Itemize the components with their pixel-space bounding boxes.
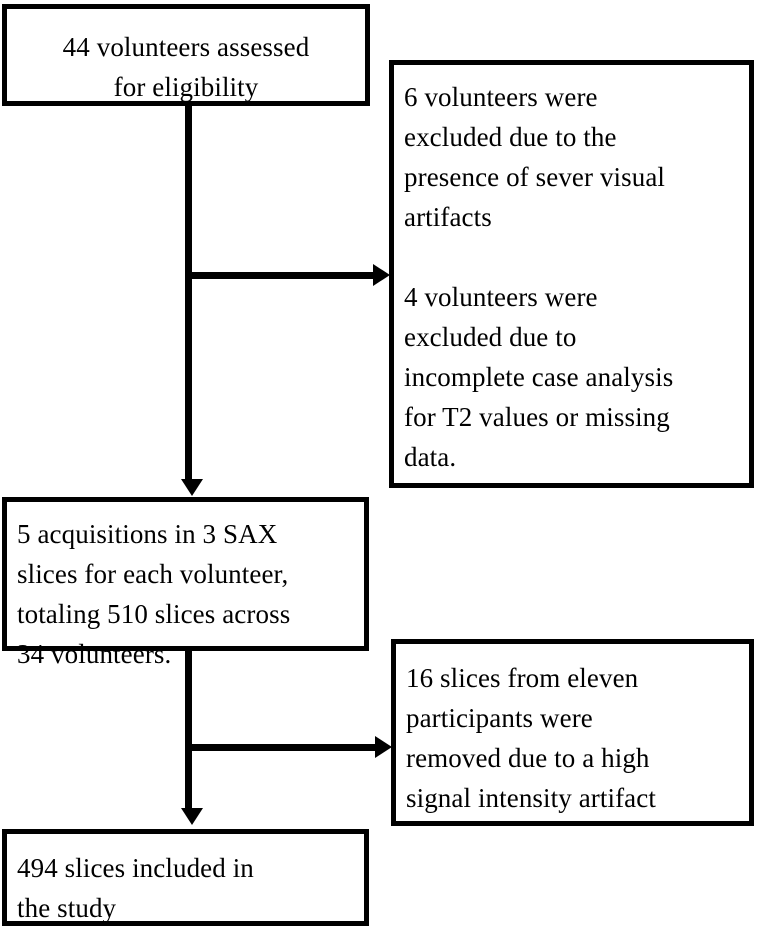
flowchart-node-removed: 16 slices from eleven participants were …	[391, 639, 754, 826]
flowchart-node-assessed-label: 44 volunteers assessed for eligibility	[62, 32, 310, 102]
flowchart-node-assessed: 44 volunteers assessed for eligibility	[2, 4, 370, 106]
flowchart-node-included: 494 slices included in the study	[2, 829, 369, 926]
edge-acquisitions-to-included-arrowhead-icon	[181, 808, 203, 825]
flowchart-node-excluded-label: 6 volunteers were excluded due to the pr…	[404, 82, 674, 472]
flowchart-node-acquisitions: 5 acquisitions in 3 SAX slices for each …	[2, 497, 369, 669]
flowchart-node-removed-label: 16 slices from eleven participants were …	[406, 663, 656, 813]
edge-acquisitions-to-included-line	[185, 651, 192, 810]
edge-acquisitions-to-removed-arrowhead-icon	[375, 736, 392, 758]
flowchart-node-excluded: 6 volunteers were excluded due to the pr…	[389, 60, 754, 488]
edge-assessed-to-acquisitions-arrowhead-icon	[181, 479, 203, 496]
edge-assessed-to-acquisitions-line	[185, 106, 192, 481]
flowchart-node-included-label: 494 slices included in the study	[17, 853, 254, 923]
edge-acquisitions-to-removed-line	[185, 744, 379, 751]
flowchart-node-acquisitions-label: 5 acquisitions in 3 SAX slices for each …	[17, 519, 291, 669]
edge-assessed-to-excluded-arrowhead-icon	[373, 264, 390, 286]
edge-assessed-to-excluded-line	[185, 272, 377, 279]
